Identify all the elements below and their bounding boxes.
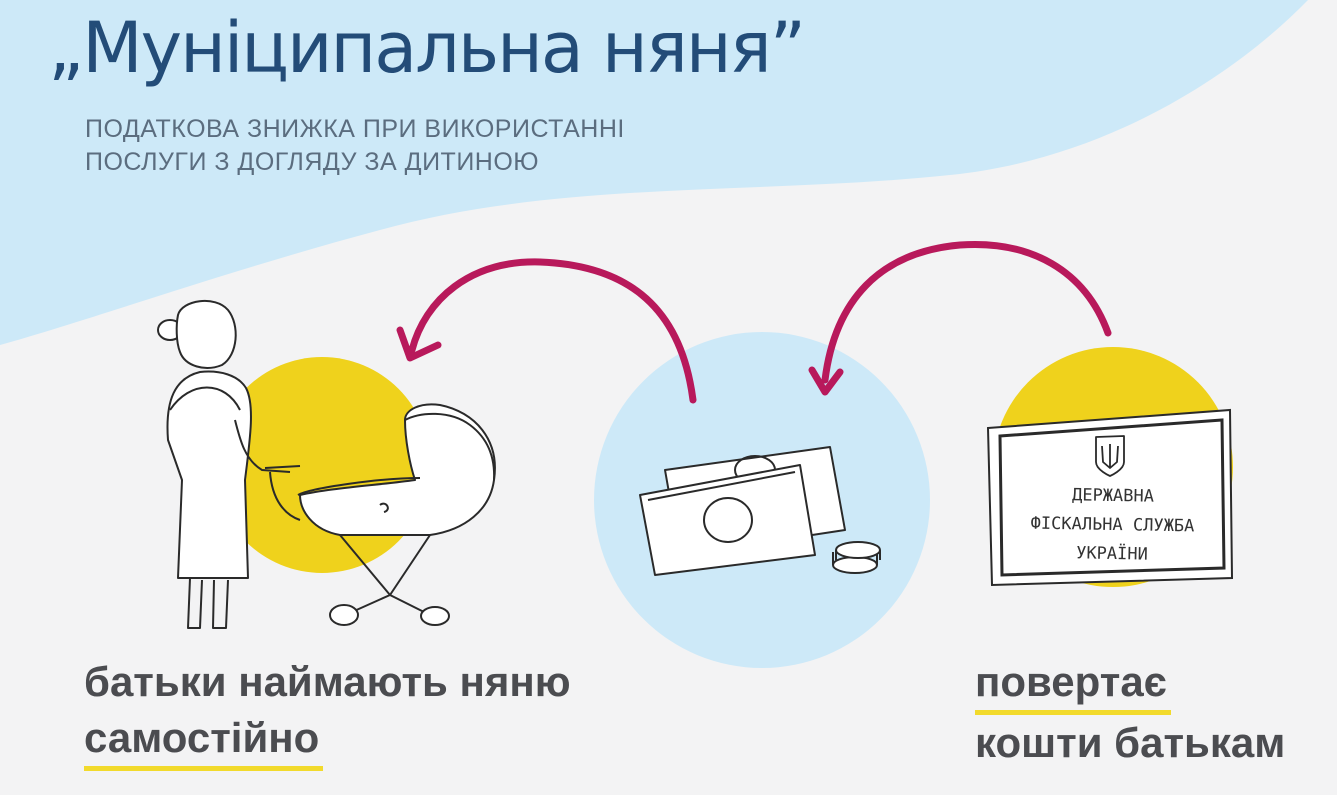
fiscal-sign-icon	[986, 408, 1234, 587]
arrow-left-icon	[396, 258, 697, 404]
sign-line-1: ДЕРЖАВНА	[1071, 485, 1155, 507]
sign-line-3: УКРАЇНИ	[1076, 543, 1148, 565]
stroller-icon	[264, 403, 496, 626]
page-subtitle: ПОДАТКОВА ЗНИЖКА ПРИ ВИКОРИСТАННІ ПОСЛУГ…	[85, 113, 625, 179]
left-caption-line-2: самостійно	[84, 710, 324, 771]
fiscal-sign-label: ДЕРЖАВНА ФІСКАЛЬНА СЛУЖБА УКРАЇНИ	[999, 480, 1225, 571]
banknotes-icon	[639, 446, 846, 576]
sign-line-2: ФІСКАЛЬНА СЛУЖБА	[1030, 513, 1195, 537]
coins-icon	[832, 541, 881, 574]
page-title: „Муніципальна няня”	[48, 7, 806, 89]
right-caption-line-2: кошти батькам	[975, 719, 1286, 766]
subtitle-line-2: ПОСЛУГИ З ДОГЛЯДУ ЗА ДИТИНОЮ	[85, 148, 540, 176]
nanny-figure-icon	[157, 299, 291, 629]
arrow-right-icon	[808, 240, 1112, 396]
left-caption-line-1: батьки наймають няню	[84, 658, 571, 705]
subtitle-line-1: ПОДАТКОВА ЗНИЖКА ПРИ ВИКОРИСТАННІ	[85, 115, 625, 143]
trident-icon	[1095, 435, 1125, 477]
sky-band	[0, 0, 1308, 345]
right-caption-line-1: повертає	[975, 654, 1171, 715]
left-caption: батьки наймають няню самостійно	[84, 654, 571, 771]
right-caption: повертає кошти батькам	[975, 654, 1285, 771]
